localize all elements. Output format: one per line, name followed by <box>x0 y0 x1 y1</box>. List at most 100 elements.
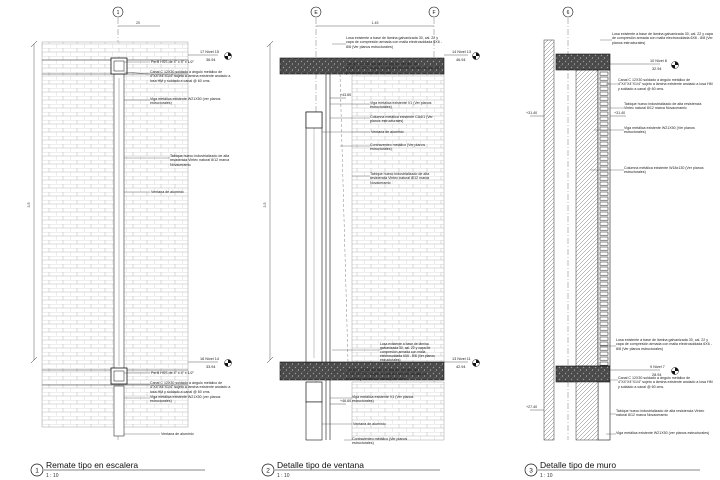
detail-title-1: Remate tipo en escalera <box>46 460 138 470</box>
block-unit <box>599 211 609 216</box>
note-1-4: Tabique hueco industrializado de alta re… <box>170 154 230 167</box>
block-unit <box>599 271 609 276</box>
note-2-2: Canal C 12X30 soldado a ángulo metálico … <box>346 62 441 75</box>
level-value-1a: 36.94 <box>206 58 216 62</box>
block-unit <box>599 231 609 236</box>
note-2-9: Canal C 12X30 soldado a ángulo metálico … <box>346 368 427 381</box>
note-2-6: Contraventeo metálico (Ver planos estruc… <box>370 143 426 152</box>
dim-top-1: 20 <box>136 21 140 25</box>
level-name-1a: 17 Nivel 15 <box>200 50 219 54</box>
block-unit <box>599 101 609 106</box>
steel-column-3 <box>575 69 599 367</box>
block-unit <box>599 121 609 126</box>
block-unit <box>599 71 609 76</box>
note-3-8: Tabique hueco industrializado de alta re… <box>616 409 705 418</box>
axis-bubble-6 <box>562 6 574 18</box>
detail-number-bubble-2 <box>261 463 275 477</box>
block-unit <box>599 256 609 261</box>
block-unit <box>599 181 609 186</box>
marker-2b: +46.60 <box>340 399 351 403</box>
detail-scale-1: 1 : 10 <box>46 473 59 479</box>
block-unit <box>599 96 609 101</box>
block-stack-3 <box>599 71 609 366</box>
block-unit <box>599 341 609 346</box>
level-name-3b: 9 Nivel 7 <box>650 365 665 369</box>
brick-wall-2 <box>351 73 445 363</box>
level-value-3b: 28.94 <box>652 373 662 377</box>
block-unit <box>599 241 609 246</box>
note-1-6: Perfil HSS de 4" x 4" x 1/2" <box>151 371 195 375</box>
note-2-12: Contraventeo metálico (Ver planos estruc… <box>352 437 408 446</box>
block-unit <box>599 336 609 341</box>
block-unit <box>599 301 609 306</box>
dim-top-2: 1.45 <box>372 21 379 25</box>
block-unit <box>599 266 609 271</box>
dim-height-2: 3.5 <box>263 203 267 208</box>
block-unit <box>599 136 609 141</box>
concrete-slab-bottom-3 <box>555 365 611 383</box>
level-value-3a: 32.94 <box>652 67 662 71</box>
block-unit <box>599 161 609 166</box>
block-unit <box>599 291 609 296</box>
block-unit <box>599 176 609 181</box>
note-3-7: Canal C 12X30 soldado a ángulo metálico … <box>618 376 713 389</box>
block-unit <box>599 356 609 361</box>
block-unit <box>599 131 609 136</box>
note-2-8: Losa existente a base de lámina galvaniz… <box>380 342 435 363</box>
note-3-3: Tabique hueco industrializado de alta re… <box>624 102 702 111</box>
note-2-4: Columna metálica existente CA4/1 (Ver pl… <box>370 115 433 124</box>
detail-scale-3: 1 : 10 <box>540 473 553 479</box>
note-2-7: Tabique hueco industrializado de alta re… <box>370 172 430 185</box>
block-unit <box>599 151 609 156</box>
marker-3a: +31.40 <box>526 111 537 115</box>
block-unit <box>599 316 609 321</box>
note-2-10: Viga metálica existente V1 (Ver planos e… <box>352 395 414 404</box>
block-unit <box>599 141 609 146</box>
axis-label-1: 1 <box>117 10 120 16</box>
block-unit <box>599 86 609 91</box>
block-unit <box>599 361 609 366</box>
existing-wall-3 <box>543 39 555 441</box>
block-unit <box>599 191 609 196</box>
note-3-9: Viga metálica existente W21X50 (ver plan… <box>616 431 710 435</box>
block-unit <box>599 286 609 291</box>
note-3-6: Losa existente a base de lámina galvaniz… <box>616 338 712 351</box>
block-unit <box>599 156 609 161</box>
marker-3b: +31.40 <box>614 111 625 115</box>
block-unit <box>599 166 609 171</box>
detail-scale-2: 1 : 10 <box>277 473 290 479</box>
block-unit <box>599 76 609 81</box>
block-unit <box>599 351 609 356</box>
concrete-slab-top-3 <box>555 53 611 71</box>
detail-number-bubble-3 <box>524 463 538 477</box>
block-unit <box>599 116 609 121</box>
block-unit <box>599 201 609 206</box>
note-1-1: Perfil HSS de 4" x 4" x 1/2" <box>151 60 195 64</box>
concrete-slab-top-2 <box>279 57 445 75</box>
axis-bubble-1 <box>112 6 124 18</box>
block-unit <box>599 261 609 266</box>
block-unit <box>599 281 609 286</box>
note-3-4: Viga metálica existente W21X50 (Ver plan… <box>624 126 695 135</box>
block-unit <box>599 226 609 231</box>
block-unit <box>599 321 609 326</box>
detail-3: 6 +31.40 +31.40 +27.40 10 Nivel 8 32.94 … <box>524 6 713 479</box>
axis-bubble-e <box>310 6 322 18</box>
level-value-1b: 33.94 <box>206 365 216 369</box>
note-3-5: Columna metálica existente W18x130 (Ver … <box>624 166 704 175</box>
block-unit <box>599 236 609 241</box>
note-2-1: Losa existente a base de lámina galvaniz… <box>346 36 442 49</box>
block-unit <box>599 311 609 316</box>
level-value-2a: 46.94 <box>456 58 466 62</box>
axis-bubble-f <box>428 6 440 18</box>
detail-number-1: 1 <box>35 468 39 475</box>
note-1-3: Viga metálica existente W21X50 (ver plan… <box>150 97 221 106</box>
block-unit <box>599 146 609 151</box>
detail-number-3: 3 <box>529 468 533 475</box>
note-1-8: Viga metálica existente W21X50 (ver plan… <box>150 395 221 404</box>
block-unit <box>599 251 609 256</box>
block-unit <box>599 296 609 301</box>
block-unit <box>599 276 609 281</box>
block-unit <box>599 171 609 176</box>
